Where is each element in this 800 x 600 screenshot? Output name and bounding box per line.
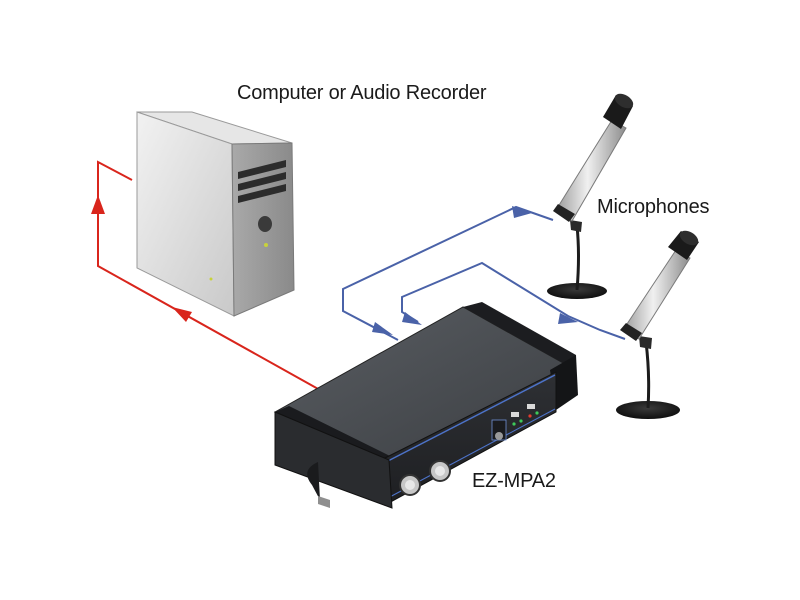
computer-label: Computer or Audio Recorder	[237, 82, 487, 104]
arrow-icon	[402, 312, 422, 325]
arrow-icon	[372, 322, 393, 335]
device-label: EZ-MPA2	[472, 470, 556, 492]
arrow-icon	[172, 307, 192, 322]
arrow-icon	[512, 206, 532, 218]
computer-tower-icon	[136, 111, 295, 317]
preamp-device-icon	[273, 302, 578, 509]
arrow-icon	[558, 313, 578, 324]
microphone-icon	[547, 93, 634, 299]
microphones-label: Microphones	[597, 196, 710, 218]
arrow-icon	[91, 195, 105, 214]
microphone-icon	[616, 230, 699, 419]
input-signal-line	[342, 205, 626, 341]
